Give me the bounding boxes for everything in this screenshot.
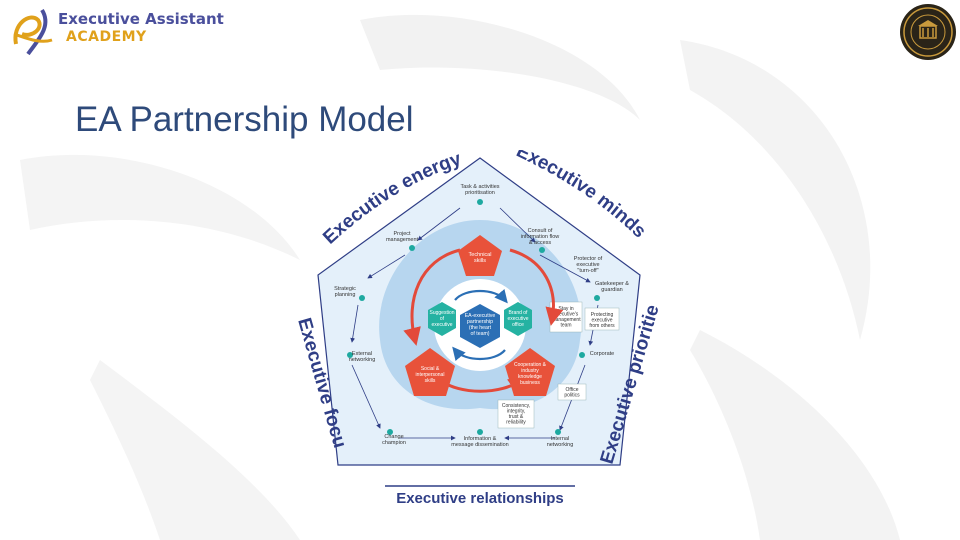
partnership-diagram: Executive energy Executive mindset Execu… xyxy=(290,150,664,507)
academy-seal-icon xyxy=(900,4,956,60)
dot-task xyxy=(477,199,483,205)
logo-swirl-icon xyxy=(13,8,53,56)
dot-change xyxy=(387,429,393,435)
blue-center-arrows xyxy=(452,289,508,361)
box-office xyxy=(557,383,587,401)
logo-title: Executive Assistant xyxy=(58,10,224,28)
dot-corporate xyxy=(579,352,585,358)
node-dots xyxy=(347,199,600,435)
node-gatekeeper: Gatekeeper &guardian xyxy=(595,281,629,293)
dot-strategic xyxy=(359,295,365,301)
dot-project xyxy=(409,245,415,251)
svg-text:Consistency,integrity,trust &r: Consistency,integrity,trust &reliability xyxy=(502,403,530,426)
label-executive-relationships: Executive relationships xyxy=(396,490,564,507)
academy-logo[interactable]: Executive Assistant ACADEMY xyxy=(8,4,224,62)
dot-consult xyxy=(539,247,545,253)
node-info: Information &message dissemination xyxy=(451,436,508,448)
dot-internal xyxy=(555,429,561,435)
logo-subtitle: ACADEMY xyxy=(66,29,147,45)
box-consistency xyxy=(497,399,535,429)
box-protecting xyxy=(584,307,620,331)
dot-gatekeeper xyxy=(594,295,600,301)
page-title: EA Partnership Model xyxy=(75,100,414,139)
dot-external xyxy=(347,352,353,358)
node-corporate: Corporate xyxy=(590,351,614,357)
dot-info xyxy=(477,429,483,435)
